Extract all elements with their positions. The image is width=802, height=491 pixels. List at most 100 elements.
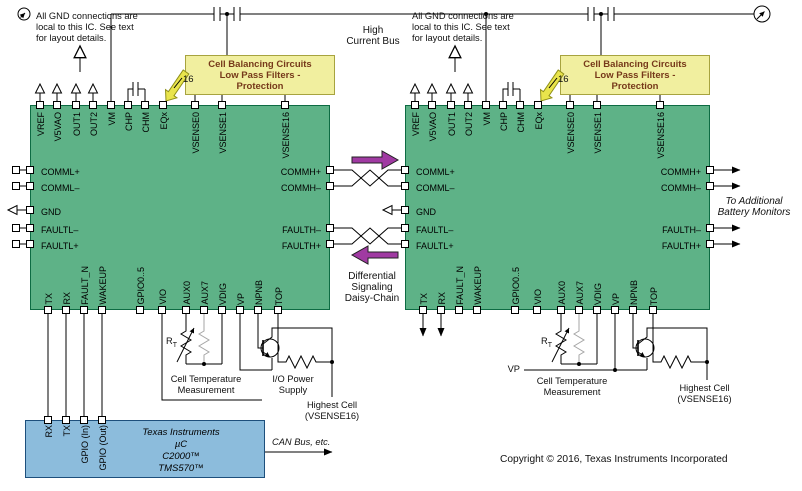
balancing-line3: Protection	[611, 81, 659, 92]
pin-label-chp: CHP	[499, 112, 509, 132]
io-power-supply-label: I/O Power Supply	[272, 374, 314, 395]
pin-label-out2: OUT2	[464, 112, 474, 137]
pin-label-vref: VREF	[36, 112, 46, 137]
pin-label-out2: OUT2	[89, 112, 99, 137]
bus-width-label-right: 16	[558, 74, 569, 85]
mcu-block: RX TX GPIO (In) GPIO (Out) Texas Instrum…	[25, 420, 265, 478]
pin-label-eqx: EQx	[159, 112, 169, 130]
pin-label-npnb: NPNB	[629, 279, 639, 305]
cell-temp-label-left: Cell Temperature Measurement	[170, 374, 242, 395]
pin-label-comml-minus: COMML–	[416, 182, 455, 193]
gnd-note-right: All GND connections are local to this IC…	[412, 11, 514, 43]
pin-label-gnd: GND	[41, 206, 61, 217]
balancing-line3: Protection	[236, 81, 284, 92]
pin-label-eqx: EQx	[534, 112, 544, 130]
resistor-icon	[198, 314, 210, 364]
pin-label-vp: VP	[611, 292, 621, 305]
can-bus-label: CAN Bus, etc.	[272, 437, 331, 447]
pin-label-fault-n: FAULT_N	[455, 266, 465, 305]
vsense-risers	[194, 95, 661, 101]
thermistor-label-right: RT	[541, 336, 552, 349]
mcu-c2000: C2000™	[162, 451, 200, 462]
pin-label-v5vao: V5VAO	[53, 112, 63, 142]
pin-label-out1: OUT1	[72, 112, 82, 137]
mcu-pin-tx: TX	[62, 425, 72, 437]
pin-label-faultl-minus: FAULTL–	[41, 224, 79, 235]
pin-label-chp: CHP	[124, 112, 134, 132]
thermistor-icon	[180, 314, 192, 364]
mcu-pin-gpio-in: GPIO (In)	[80, 425, 90, 464]
pin-label-faulth-minus: FAULTH–	[282, 224, 321, 235]
gnd-note-left: All GND connections are local to this IC…	[36, 11, 138, 43]
diff-signaling-label: Differential Signaling Daisy-Chain	[344, 271, 400, 304]
pin-label-gpio: GPIO0..5	[511, 267, 521, 305]
high-current-bus-label: High Current Bus	[346, 25, 400, 47]
pin-label-vsense16: VSENSE16	[281, 112, 291, 159]
pin-label-comml-plus: COMML+	[416, 166, 455, 177]
pin-label-faultl-plus: FAULTL+	[416, 240, 454, 251]
pin-label-faulth-minus: FAULTH–	[662, 224, 701, 235]
pin-label-vref: VREF	[411, 112, 421, 137]
pin-label-faulth-plus: FAULTH+	[281, 240, 321, 251]
pin-label-wakeup: WAKEUP	[98, 266, 108, 305]
bus-width-label-left: 16	[183, 74, 194, 85]
pin-label-faulth-plus: FAULTH+	[661, 240, 701, 251]
mcu-company: Texas Instruments	[142, 427, 220, 438]
pin-label-vio: VIO	[158, 289, 168, 305]
pin-label-aux0: AUX0	[182, 281, 192, 305]
balancing-line2: Low Pass Filters -	[219, 70, 301, 81]
pin-label-vdig: VDIG	[218, 282, 228, 305]
battery-monitor-ic-left: VREF V5VAO OUT1 OUT2 VM CHP CHM EQx VSEN…	[30, 105, 330, 310]
cell-balancing-block-right: Cell Balancing Circuits Low Pass Filters…	[560, 55, 710, 95]
pin-label-vsense0: VSENSE0	[191, 112, 201, 154]
pin-label-commh-minus: COMMH–	[281, 182, 321, 193]
pin-label-vdig: VDIG	[593, 282, 603, 305]
pin-label-tx: TX	[44, 293, 54, 305]
transistor-icon	[260, 338, 280, 358]
pin-label-top: TOP	[649, 286, 659, 305]
vp-label: VP	[507, 364, 520, 374]
pin-label-aux7: AUX7	[575, 281, 585, 305]
transistor-icon	[635, 338, 655, 358]
pin-label-vm: VM	[107, 112, 117, 126]
mcu-text: Texas Instruments µC C2000™ TMS570™	[106, 427, 256, 475]
cell-temp-circuit-left	[176, 314, 223, 366]
pin-label-vsense16: VSENSE16	[656, 112, 666, 159]
pin-label-commh-plus: COMMH+	[660, 166, 701, 177]
balancing-line1: Cell Balancing Circuits	[208, 59, 312, 70]
daisy-chain-arrow-icons	[350, 150, 400, 265]
to-additional-monitors-label: To Additional Battery Monitors	[717, 196, 791, 218]
pin-label-vm: VM	[482, 112, 492, 126]
pin-label-gnd: GND	[416, 206, 436, 217]
pin-label-commh-plus: COMMH+	[280, 166, 321, 177]
pin-label-fault-n: FAULT_N	[80, 266, 90, 305]
thermistor-icon	[555, 314, 567, 364]
pin-label-out1: OUT1	[447, 112, 457, 137]
pin-label-top: TOP	[274, 286, 284, 305]
pin-label-v5vao: V5VAO	[428, 112, 438, 142]
thermistor-label-left: RT	[166, 336, 177, 349]
copyright-text: Copyright © 2016, Texas Instruments Inco…	[500, 454, 728, 465]
balancing-line2: Low Pass Filters -	[594, 70, 676, 81]
cell-temp-label-right: Cell Temperature Measurement	[536, 376, 608, 397]
highest-cell-label-left: Highest Cell (VSENSE16)	[304, 400, 360, 421]
pin-label-tx: TX	[419, 293, 429, 305]
highest-cell-label-right: Highest Cell (VSENSE16)	[677, 383, 732, 404]
pin-label-faultl-minus: FAULTL–	[416, 224, 454, 235]
pin-label-chm: CHM	[516, 112, 526, 133]
pin-label-vio: VIO	[533, 289, 543, 305]
battery-monitor-ic-right: VREF V5VAO OUT1 OUT2 VM CHP CHM EQx VSEN…	[405, 105, 710, 310]
pin-label-chm: CHM	[141, 112, 151, 133]
pin-label-rx: RX	[437, 292, 447, 305]
pin-label-faultl-plus: FAULTL+	[41, 240, 79, 251]
mcu-uc: µC	[174, 439, 188, 450]
pin-label-aux0: AUX0	[557, 281, 567, 305]
pin-label-vsense1: VSENSE1	[593, 112, 603, 154]
pin-label-rx: RX	[62, 292, 72, 305]
pin-label-wakeup: WAKEUP	[473, 266, 483, 305]
resistor-icon	[573, 314, 585, 364]
pin-label-aux7: AUX7	[200, 281, 210, 305]
twisted-pair-icon	[334, 169, 401, 245]
pin-label-commh-minus: COMMH–	[661, 182, 701, 193]
